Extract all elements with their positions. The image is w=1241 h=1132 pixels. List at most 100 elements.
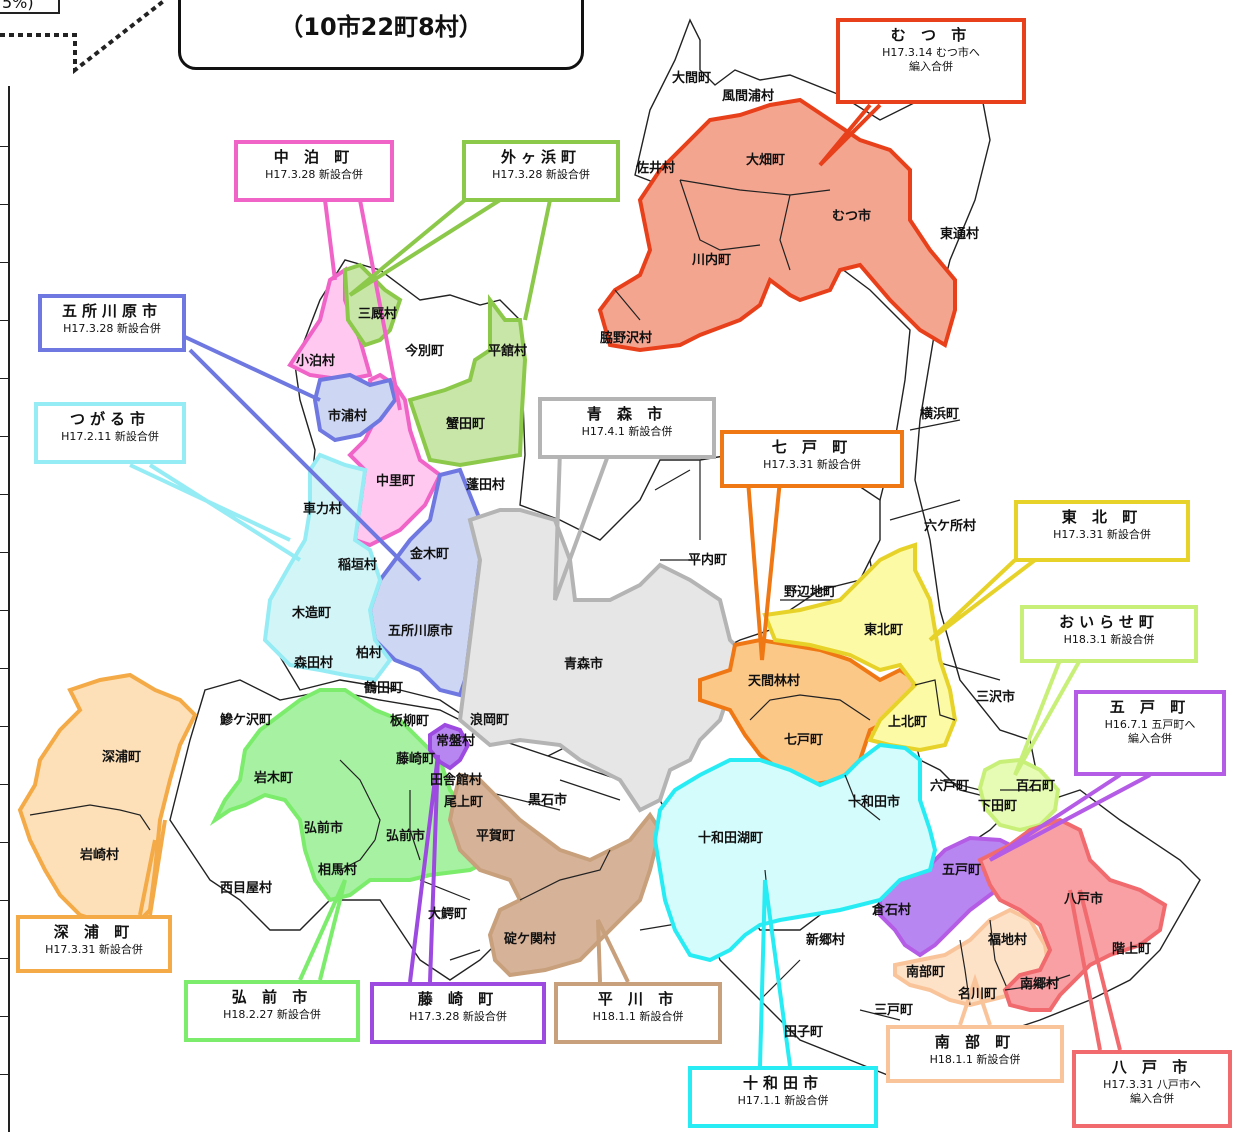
callout-tsugaru-name: つがる市 [69, 410, 150, 428]
label-kashiwa: 柏村 [356, 646, 383, 661]
label-hashikami: 階上町 [1112, 942, 1152, 957]
label-kawauchi: 川内町 [692, 253, 732, 268]
label-ikarigaseki: 碇ケ関村 [504, 932, 557, 947]
callout-fukaura: 深 浦 町 H17.3.31 新設合併 [16, 915, 172, 973]
pointer-title-dashed [0, 0, 167, 75]
label-souma: 相馬村 [318, 863, 358, 878]
label-ohata: 大畑町 [746, 153, 786, 168]
callout-nanbu-name: 南 部 町 [934, 1033, 1016, 1051]
pointer-shichinohe [746, 479, 782, 661]
callout-sotogahama-date: H17.3.28 新設合併 [492, 167, 590, 181]
label-takko: 田子町 [784, 1025, 824, 1040]
frame-tick [0, 668, 8, 669]
frame-tick [0, 494, 8, 495]
callout-goshogawara-date: H17.3.28 新設合併 [63, 321, 161, 335]
callout-mutsu-date: H17.3.14 むつ市へ [882, 45, 980, 59]
label-wakinosawa: 脇野沢村 [600, 331, 653, 346]
callout-tohoku-name: 東 北 町 [1061, 508, 1143, 526]
callout-hirakawa-date: H18.1.1 新設合併 [592, 1009, 684, 1023]
pointer-aomori [553, 449, 612, 601]
label-noheji: 野辺地町 [784, 585, 837, 600]
region-tohoku [762, 542, 958, 753]
frame-tick [0, 320, 8, 321]
left-frame [0, 86, 10, 1132]
pointer-hirakawa [596, 919, 630, 983]
callout-tohoku: 東 北 町 H17.3.31 新設合併 [1014, 500, 1190, 562]
label-shariki: 車力村 [303, 502, 343, 517]
label-imabetsu: 今別町 [405, 344, 445, 359]
label-hiranai: 平内町 [688, 553, 728, 568]
callout-hachinohe: 八 戸 市 H17.3.31 八戸市へ 編入合併 [1072, 1050, 1232, 1128]
label-shimoda: 下田町 [978, 799, 1018, 814]
label-kamikita: 上北町 [888, 715, 928, 730]
callout-fujisaki-date: H17.3.28 新設合併 [409, 1009, 507, 1023]
corner-note: 5%) [0, 0, 60, 14]
callout-towada: 十和田市 H17.1.1 新設合併 [688, 1066, 878, 1128]
frame-tick [0, 1074, 8, 1075]
label-tohoku-town: 東北町 [864, 623, 904, 638]
label-kanagi: 金木町 [410, 547, 450, 562]
label-tsuruta: 鶴田町 [364, 681, 404, 696]
callout-towada-name: 十和田市 [742, 1074, 823, 1092]
callout-nanbu: 南 部 町 H18.1.1 新設合併 [886, 1025, 1064, 1083]
callout-aomori-date: H17.4.1 新設合併 [581, 424, 673, 438]
label-kizukuri: 木造町 [292, 606, 332, 621]
callout-pointers [0, 0, 1151, 1067]
region-oirase [977, 757, 1061, 833]
frame-tick [0, 958, 8, 959]
label-shingo: 新郷村 [806, 933, 846, 948]
callout-goshogawara-name: 五所川原市 [61, 302, 162, 320]
label-itayanagi: 板柳町 [390, 714, 430, 729]
callout-tsugaru-date: H17.2.11 新設合併 [61, 429, 159, 443]
callout-goshogawara: 五所川原市 H17.3.28 新設合併 [38, 294, 186, 352]
callout-oirase-name: おいらせ町 [1059, 613, 1159, 631]
callout-hirosaki-date: H18.2.27 新設合併 [223, 1007, 321, 1021]
label-nanbu-town: 南部町 [906, 965, 946, 980]
label-sannohe: 三戸町 [874, 1003, 914, 1018]
label-tairadate: 平舘村 [488, 344, 528, 359]
label-oma: 大間町 [672, 71, 712, 86]
pointer-goshogawara [169, 328, 422, 582]
pointer-hirosaki [298, 879, 347, 981]
label-iwasaki: 岩崎村 [80, 848, 120, 863]
callout-sotogahama-name: 外ヶ浜町 [500, 148, 581, 166]
pointer-tohoku [928, 558, 1037, 642]
label-ajigasawa: 鰺ケ沢町 [220, 713, 273, 728]
frame-tick [0, 204, 8, 205]
callout-fukaura-name: 深 浦 町 [53, 923, 135, 941]
label-hirosaki-a: 弘前市 [304, 821, 344, 836]
pointer-sotogahama [348, 198, 552, 321]
label-sai: 佐井村 [636, 161, 676, 176]
callout-hirakawa-name: 平 川 市 [597, 990, 679, 1008]
callout-nakadomari-name: 中 泊 町 [273, 148, 355, 166]
label-aomori-city: 青森市 [564, 657, 604, 672]
label-towadako: 十和田湖町 [698, 831, 764, 846]
pointer-tsugaru [129, 463, 302, 562]
region-tsugaru [262, 452, 393, 683]
label-iwaki: 岩木町 [254, 771, 294, 786]
label-hachinohe-city: 八戸市 [1064, 892, 1104, 907]
callout-hirosaki-name: 弘 前 市 [231, 988, 313, 1006]
label-rokunohe: 六戸町 [930, 779, 970, 794]
region-mutsu [597, 97, 957, 353]
frame-tick [0, 1016, 8, 1017]
label-kodomari: 小泊村 [296, 354, 336, 369]
label-tokiwa: 常盤村 [436, 734, 476, 749]
callout-shichinohe-name: 七 戸 町 [771, 438, 853, 456]
label-yomogita: 蓬田村 [466, 478, 506, 493]
label-hirosaki-b: 弘前市 [386, 829, 426, 844]
label-owani: 大鰐町 [428, 907, 468, 922]
callout-hirosaki: 弘 前 市 H18.2.27 新設合併 [184, 980, 360, 1042]
region-fukaura [17, 672, 198, 928]
region-hirosaki [209, 688, 493, 903]
label-shichinohe-town: 七戸町 [784, 733, 824, 748]
callout-hachinohe-note: 編入合併 [1130, 1092, 1174, 1106]
label-nishimeya: 西目屋村 [220, 881, 273, 896]
region-towada [652, 742, 938, 963]
label-inagaki: 稲垣村 [338, 558, 378, 573]
callout-mutsu: む つ 市 H17.3.14 むつ市へ 編入合併 [836, 18, 1026, 104]
label-mutsu-city: むつ市 [832, 209, 872, 224]
label-minmaya: 三厩村 [358, 307, 398, 322]
label-kazamaura: 風間浦村 [722, 89, 775, 104]
